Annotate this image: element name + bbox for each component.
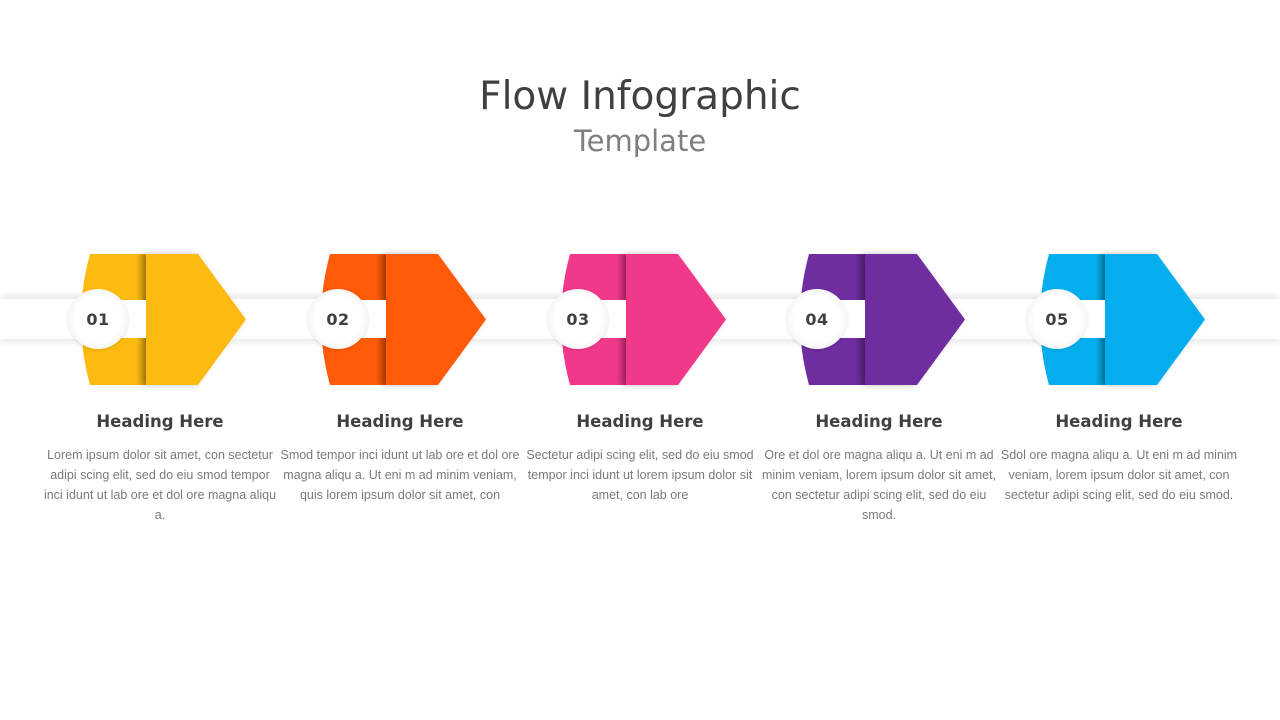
step-heading: Heading Here [1055, 412, 1183, 431]
step-description: Sectetur adipi scing elit, sed do eiu sm… [526, 448, 754, 502]
step-number: 02 [326, 309, 350, 329]
step-heading: Heading Here [96, 412, 224, 431]
step-description: Lorem ipsum dolor sit amet, con sectetur… [43, 448, 277, 522]
step-description: Ore et dol ore magna aliqu a. Ut eni m a… [761, 448, 997, 522]
step-number: 03 [566, 309, 590, 329]
step-description: Sdol ore magna aliqu a. Ut eni m ad mini… [1000, 448, 1238, 502]
arrow-shape-icon [799, 254, 969, 385]
step-heading: Heading Here [336, 412, 464, 431]
step-heading: Heading Here [576, 412, 704, 431]
step-number-badge: 02 [308, 289, 368, 349]
step-number-badge: 01 [68, 289, 128, 349]
flow-step-5: 05 Heading Here Sdol ore magna aliqu a. … [1001, 254, 1279, 554]
arrow-shape-icon [1039, 254, 1209, 385]
step-number-badge: 05 [1027, 289, 1087, 349]
flow-step-2: 02 Heading Here Smod tempor inci idunt u… [280, 254, 560, 554]
step-number: 01 [86, 309, 110, 329]
flow-step-1: 01 Heading Here Lorem ipsum dolor sit am… [44, 254, 320, 554]
step-number: 04 [805, 309, 829, 329]
step-heading: Heading Here [815, 412, 943, 431]
step-number: 05 [1045, 309, 1069, 329]
step-number-badge: 03 [548, 289, 608, 349]
flow-step-3: 03 Heading Here Sectetur adipi scing eli… [526, 254, 800, 554]
slide-title: Flow Infographic [479, 74, 801, 119]
slide-subtitle: Template [573, 124, 707, 158]
step-number-badge: 04 [787, 289, 847, 349]
step-description: Smod tempor inci idunt ut lab ore et dol… [280, 448, 520, 502]
flow-step-4: 04 Heading Here Ore et dol ore magna ali… [762, 254, 1039, 554]
